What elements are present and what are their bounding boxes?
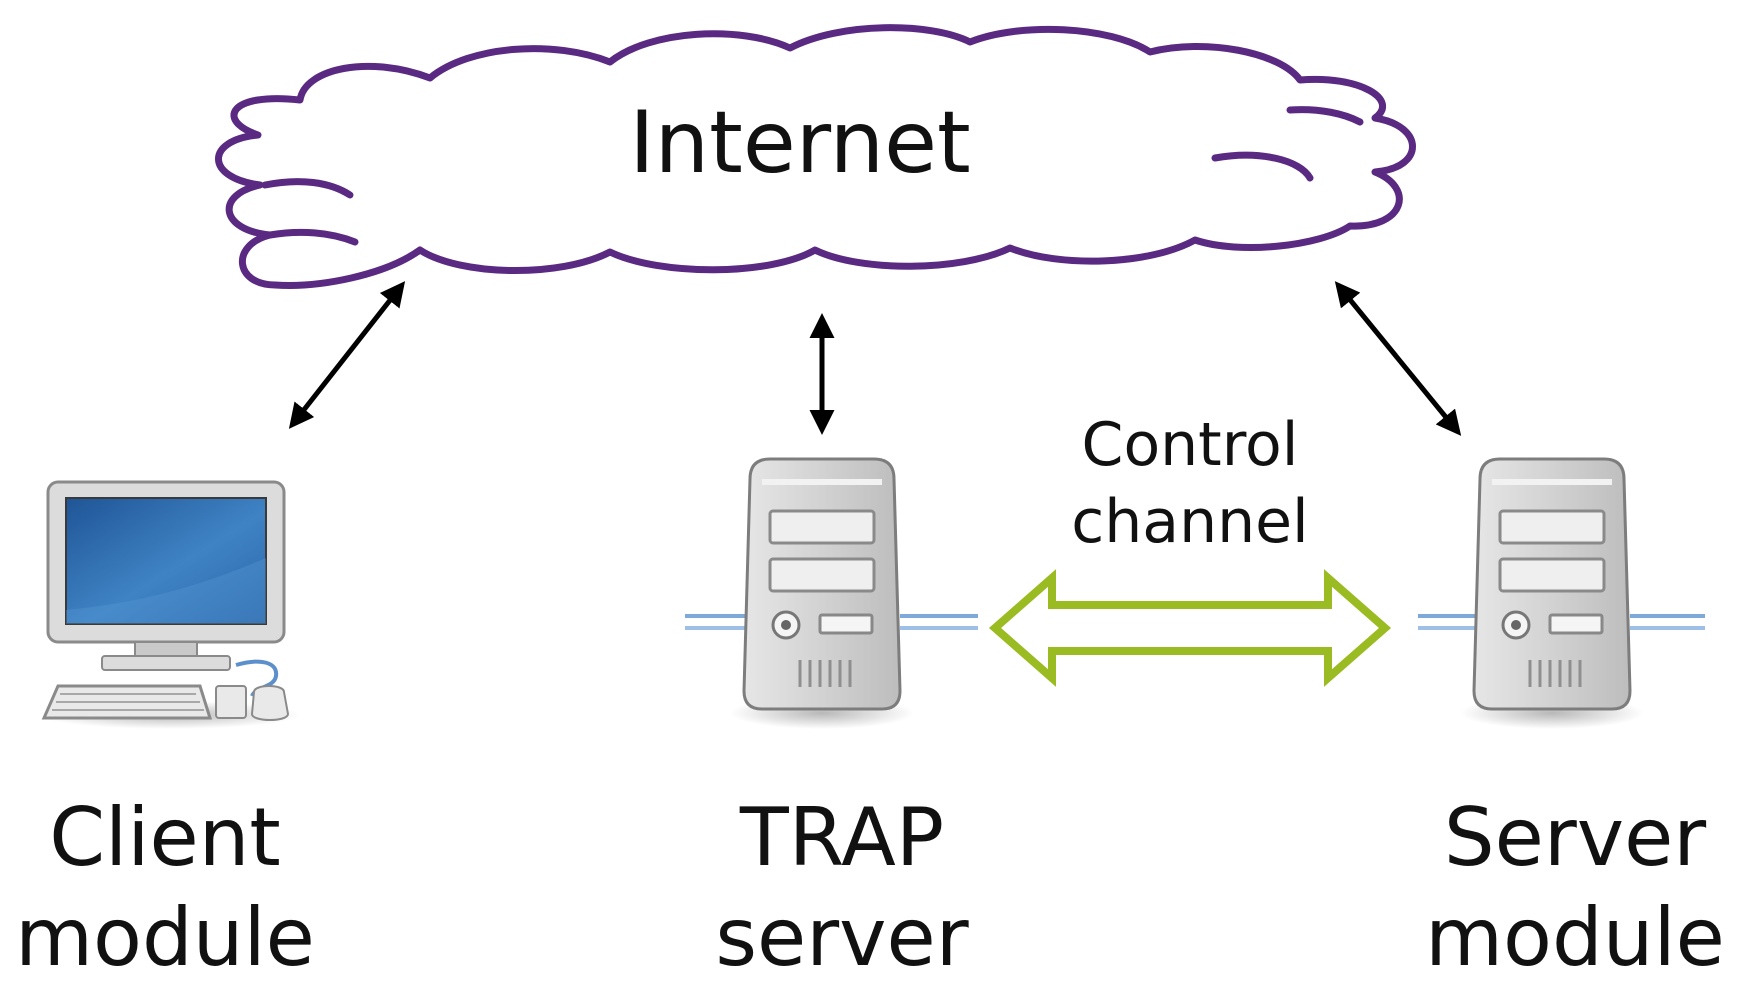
cloud-lobe bbox=[1211, 151, 1314, 182]
desktop-computer-icon bbox=[40, 480, 300, 729]
internet-cloud: Internet bbox=[215, 24, 1416, 289]
control-channel-label-line1: Control bbox=[1082, 410, 1299, 480]
server-label-line2: module bbox=[1425, 891, 1725, 984]
cloud-lobe bbox=[266, 228, 359, 246]
client-label-line1: Client bbox=[49, 791, 281, 884]
cloud-lobe bbox=[1286, 106, 1364, 126]
control-channel-arrow bbox=[988, 569, 1392, 687]
server-label-line1: Server bbox=[1444, 791, 1706, 884]
trap-label-line1: TRAP bbox=[739, 791, 944, 884]
client-label-line2: module bbox=[15, 891, 315, 984]
cloud-outline bbox=[215, 24, 1416, 289]
server-internet-arrow bbox=[1334, 281, 1462, 436]
control-channel-label-line2: channel bbox=[1071, 487, 1308, 557]
trap-label-line2: server bbox=[715, 891, 968, 984]
server-tower-icon bbox=[728, 457, 916, 731]
cloud-lobe bbox=[261, 178, 354, 199]
server-tower-icon bbox=[1458, 457, 1646, 731]
internet-label: Internet bbox=[629, 93, 970, 193]
client-internet-arrow bbox=[288, 281, 406, 429]
